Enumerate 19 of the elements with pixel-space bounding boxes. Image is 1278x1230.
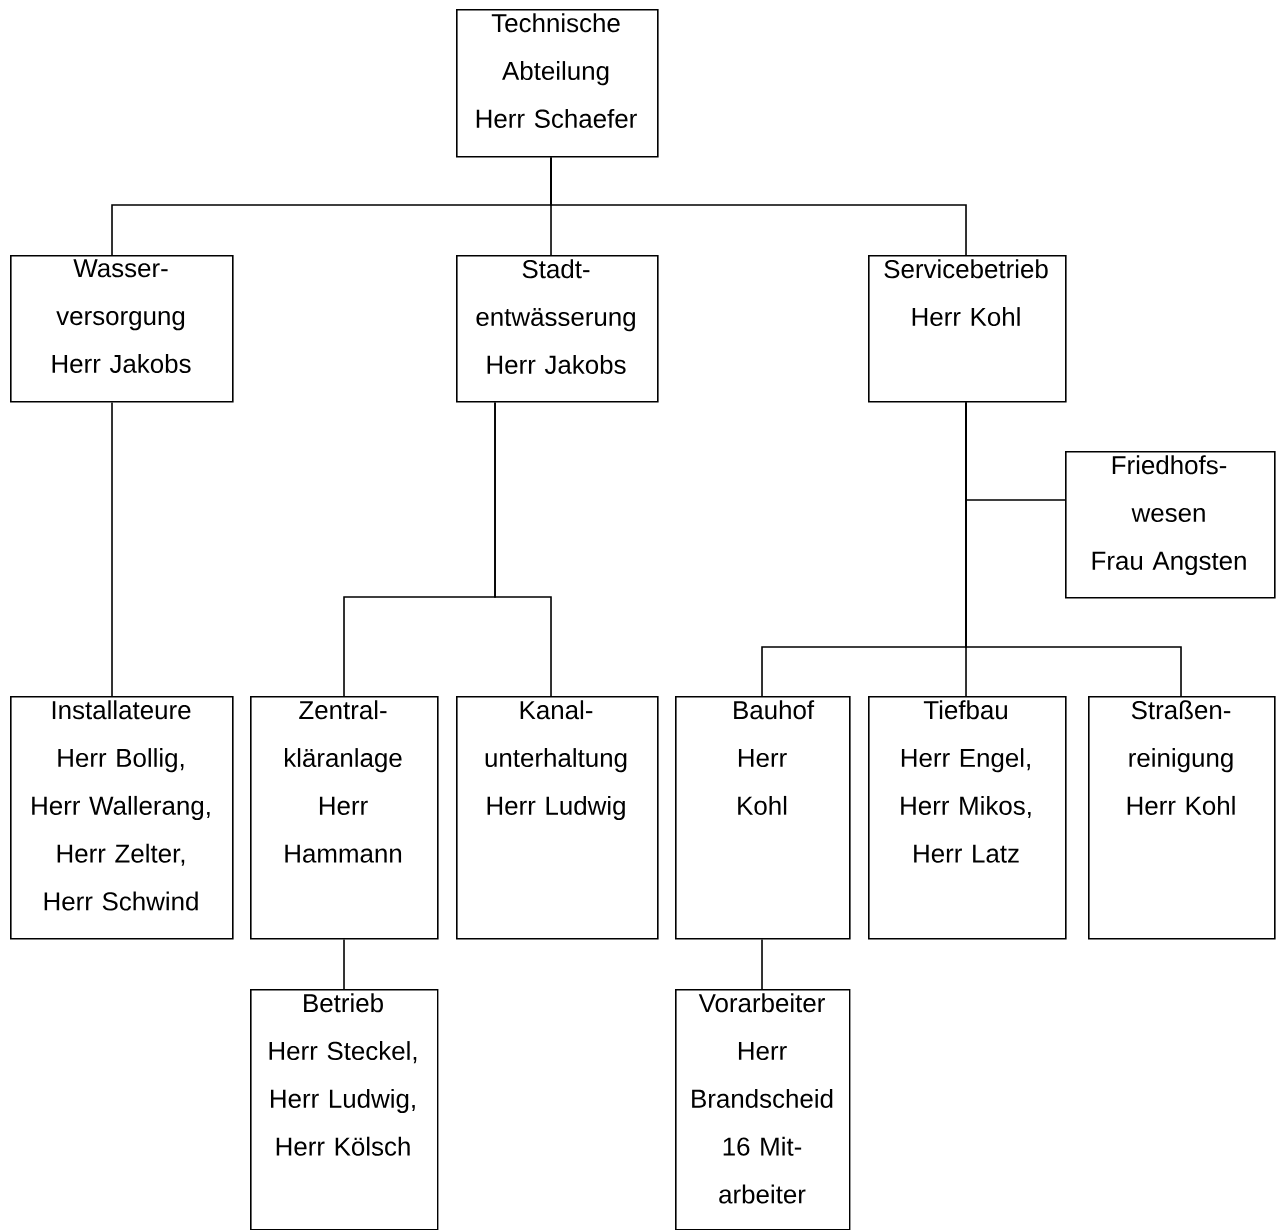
org-box: Bauhof Herr Kohl bbox=[675, 696, 851, 940]
org-box: Servicebetrieb Herr Kohl bbox=[868, 255, 1067, 403]
org-box: Zentral- kläranlage Herr Hammann bbox=[250, 696, 439, 940]
org-box: Tiefbau Herr Engel, Herr Mikos, Herr Latz bbox=[868, 696, 1067, 940]
org-box: Vorarbeiter Herr Brandscheid 16 Mit- arbeiter bbox=[675, 989, 851, 1230]
org-box: Wasser- versorgung Herr Jakobs bbox=[10, 255, 234, 403]
connector-line bbox=[550, 156, 967, 256]
connector-line bbox=[965, 401, 1182, 697]
connector-line bbox=[343, 938, 345, 990]
org-box: Technische Abteilung Herr Schaefer bbox=[456, 9, 659, 158]
org-box: Stadt- entwässerung Herr Jakobs bbox=[456, 255, 659, 403]
connector-line bbox=[761, 938, 763, 990]
org-box: Betrieb Herr Steckel, Herr Ludwig, Herr Kölsch bbox=[250, 989, 439, 1230]
org-box: Friedhofs- wesen Frau Angsten bbox=[1065, 451, 1276, 599]
org-box: Installateure Herr Bollig, Herr Wallerang, Herr Zelter, Herr Schwind bbox=[10, 696, 234, 940]
connector-line bbox=[494, 401, 552, 697]
org-box: Kanal- unterhaltung Herr Ludwig bbox=[456, 696, 659, 940]
connector-line bbox=[111, 401, 113, 697]
org-box: Straßen- reinigung Herr Kohl bbox=[1088, 696, 1276, 940]
